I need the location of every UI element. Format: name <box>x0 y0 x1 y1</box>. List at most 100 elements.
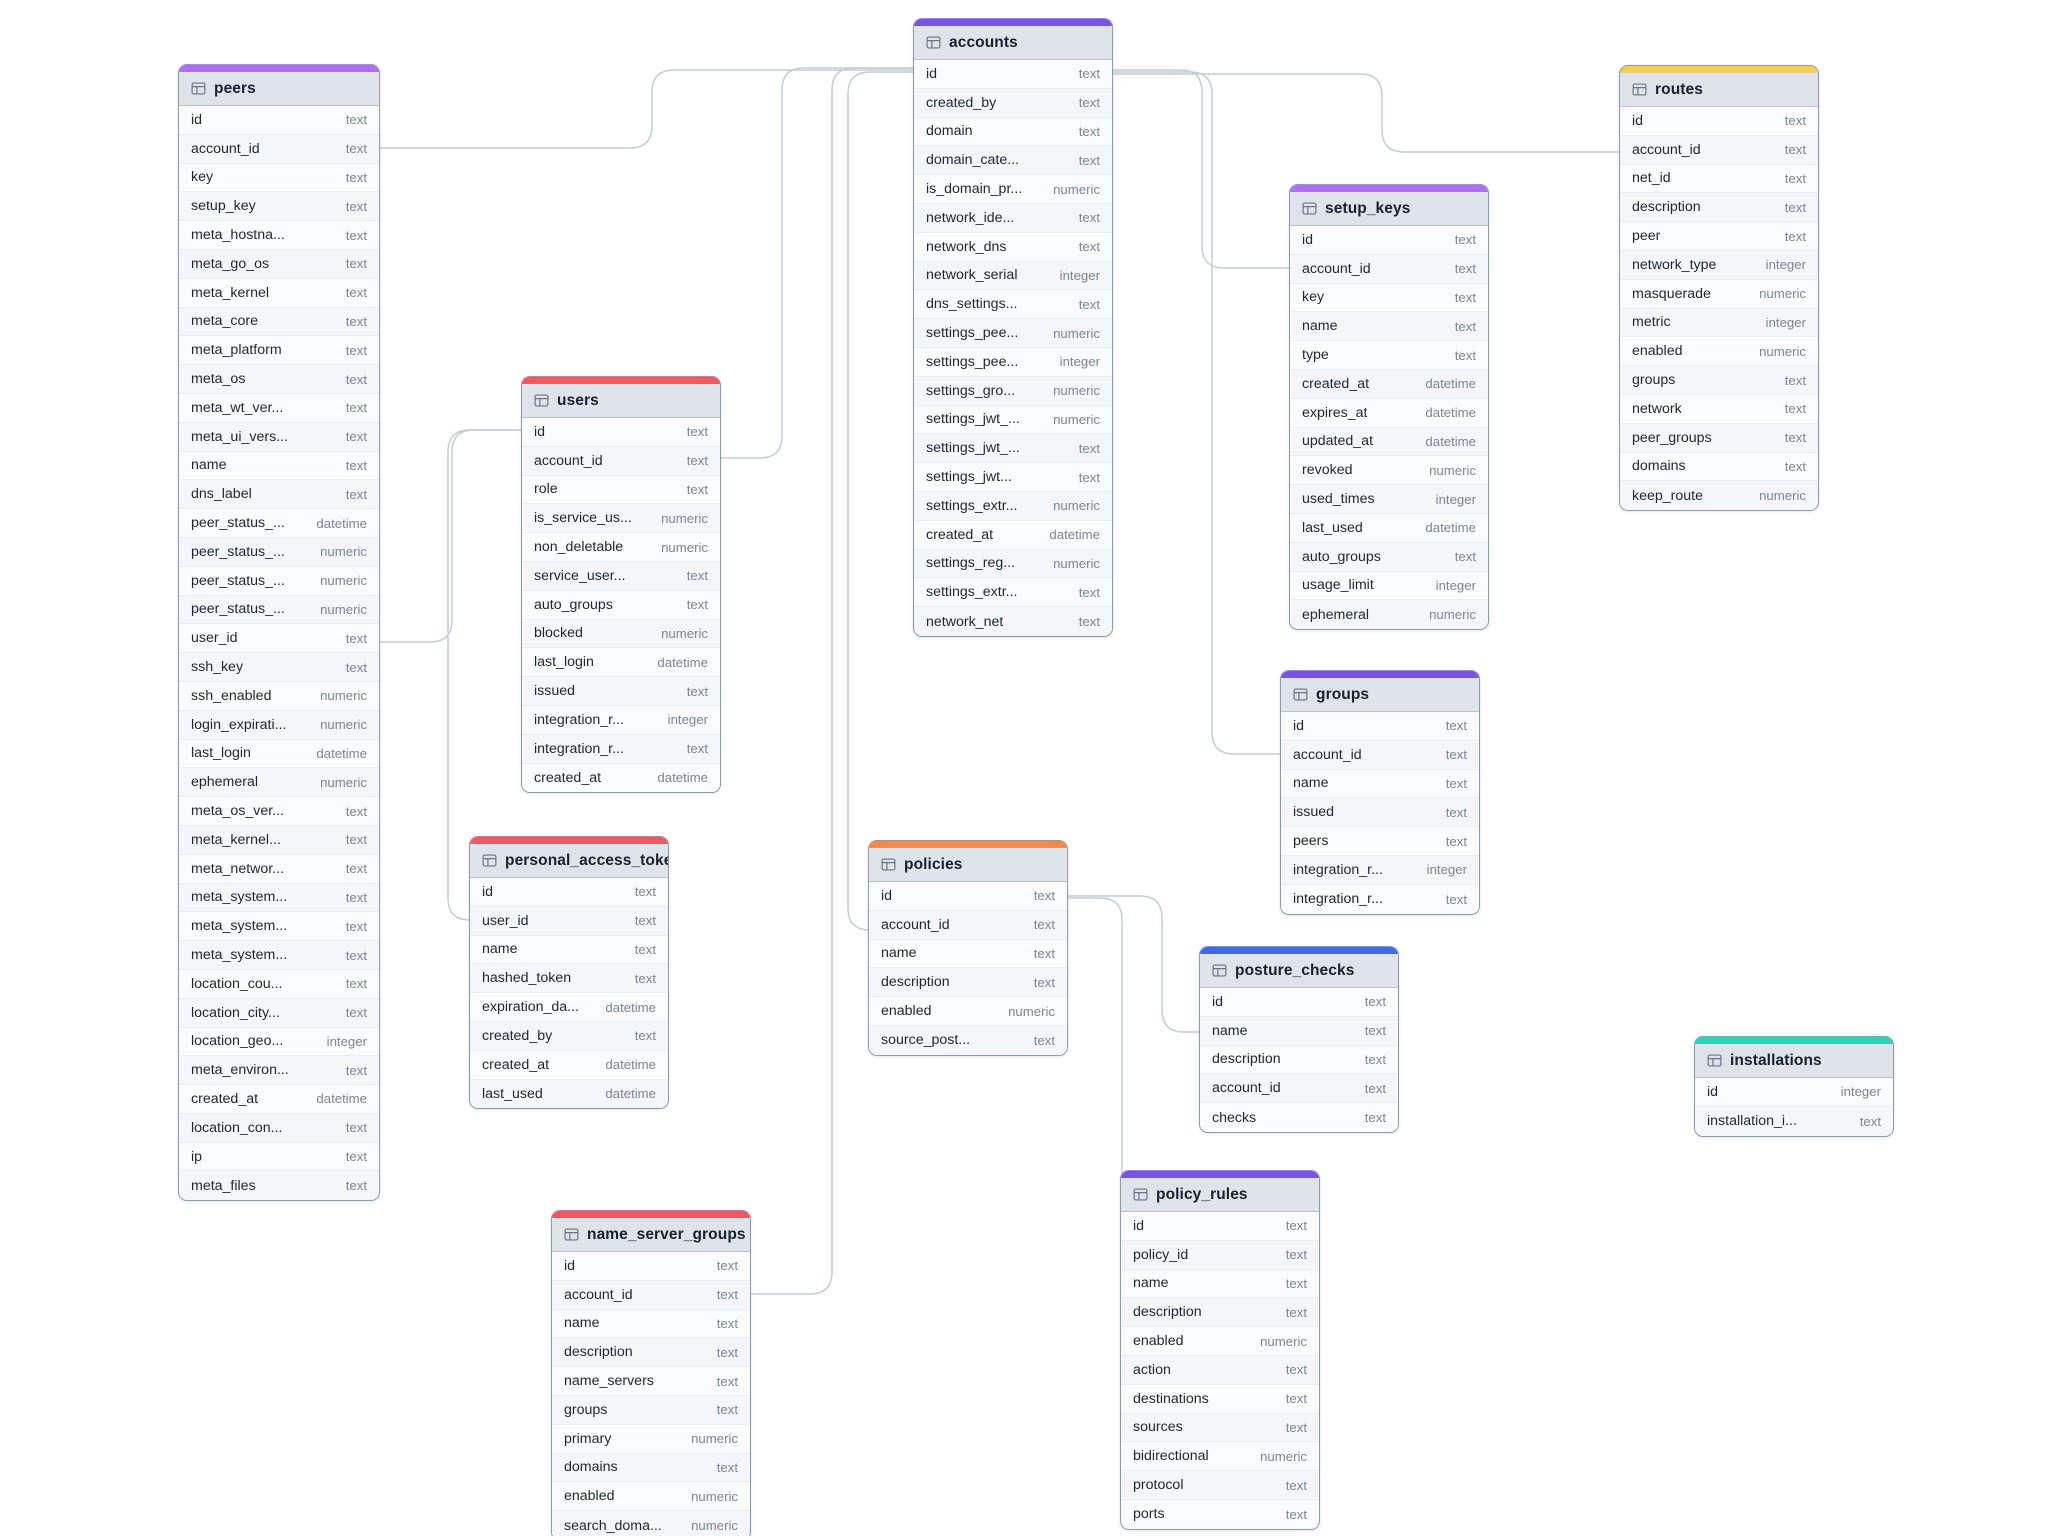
table-row[interactable]: peer_status_...numeric <box>179 566 379 596</box>
table-row[interactable]: location_city...text <box>179 998 379 1028</box>
table-row[interactable]: settings_jwt_...text <box>914 434 1112 464</box>
table-header[interactable]: name_server_groups <box>552 1218 750 1252</box>
table-row[interactable]: settings_jwt...text <box>914 463 1112 492</box>
table-header[interactable]: policy_rules <box>1121 1178 1319 1212</box>
table-row[interactable]: meta_networ...text <box>179 854 379 884</box>
table-row[interactable]: integration_r...text <box>1281 884 1479 914</box>
table-row[interactable]: location_geo...integer <box>179 1027 379 1057</box>
table-row[interactable]: is_domain_pr...numeric <box>914 175 1112 204</box>
table-row[interactable]: peer_status_...numeric <box>179 537 379 567</box>
table-row[interactable]: domain_cate...text <box>914 146 1112 176</box>
table-row[interactable]: settings_reg...numeric <box>914 549 1112 579</box>
table-row[interactable]: integration_r...integer <box>1281 855 1479 885</box>
table-row[interactable]: meta_system...text <box>179 941 379 970</box>
table-row[interactable]: peer_status_...numeric <box>179 595 379 625</box>
table-row[interactable]: service_user...text <box>522 561 720 591</box>
table-header[interactable]: setup_keys <box>1290 192 1488 226</box>
table-header[interactable]: posture_checks <box>1200 954 1398 988</box>
table-row[interactable]: meta_hostna...text <box>179 221 379 250</box>
table-row[interactable]: search_doma...numeric <box>552 1511 750 1536</box>
table-header[interactable]: accounts <box>914 26 1112 60</box>
table-row[interactable]: dns_settings...text <box>914 290 1112 320</box>
table-row[interactable]: settings_pee...integer <box>914 347 1112 377</box>
table-row[interactable]: settings_pee...numeric <box>914 319 1112 348</box>
table-row[interactable]: integration_r...text <box>522 734 720 764</box>
table-row[interactable]: location_con...text <box>179 1113 379 1143</box>
table-row[interactable]: source_post...text <box>869 1025 1067 1055</box>
table-row[interactable]: settings_extr...numeric <box>914 491 1112 521</box>
table-row[interactable]: login_expirati...numeric <box>179 710 379 740</box>
table-row[interactable]: meta_system...text <box>179 912 379 942</box>
